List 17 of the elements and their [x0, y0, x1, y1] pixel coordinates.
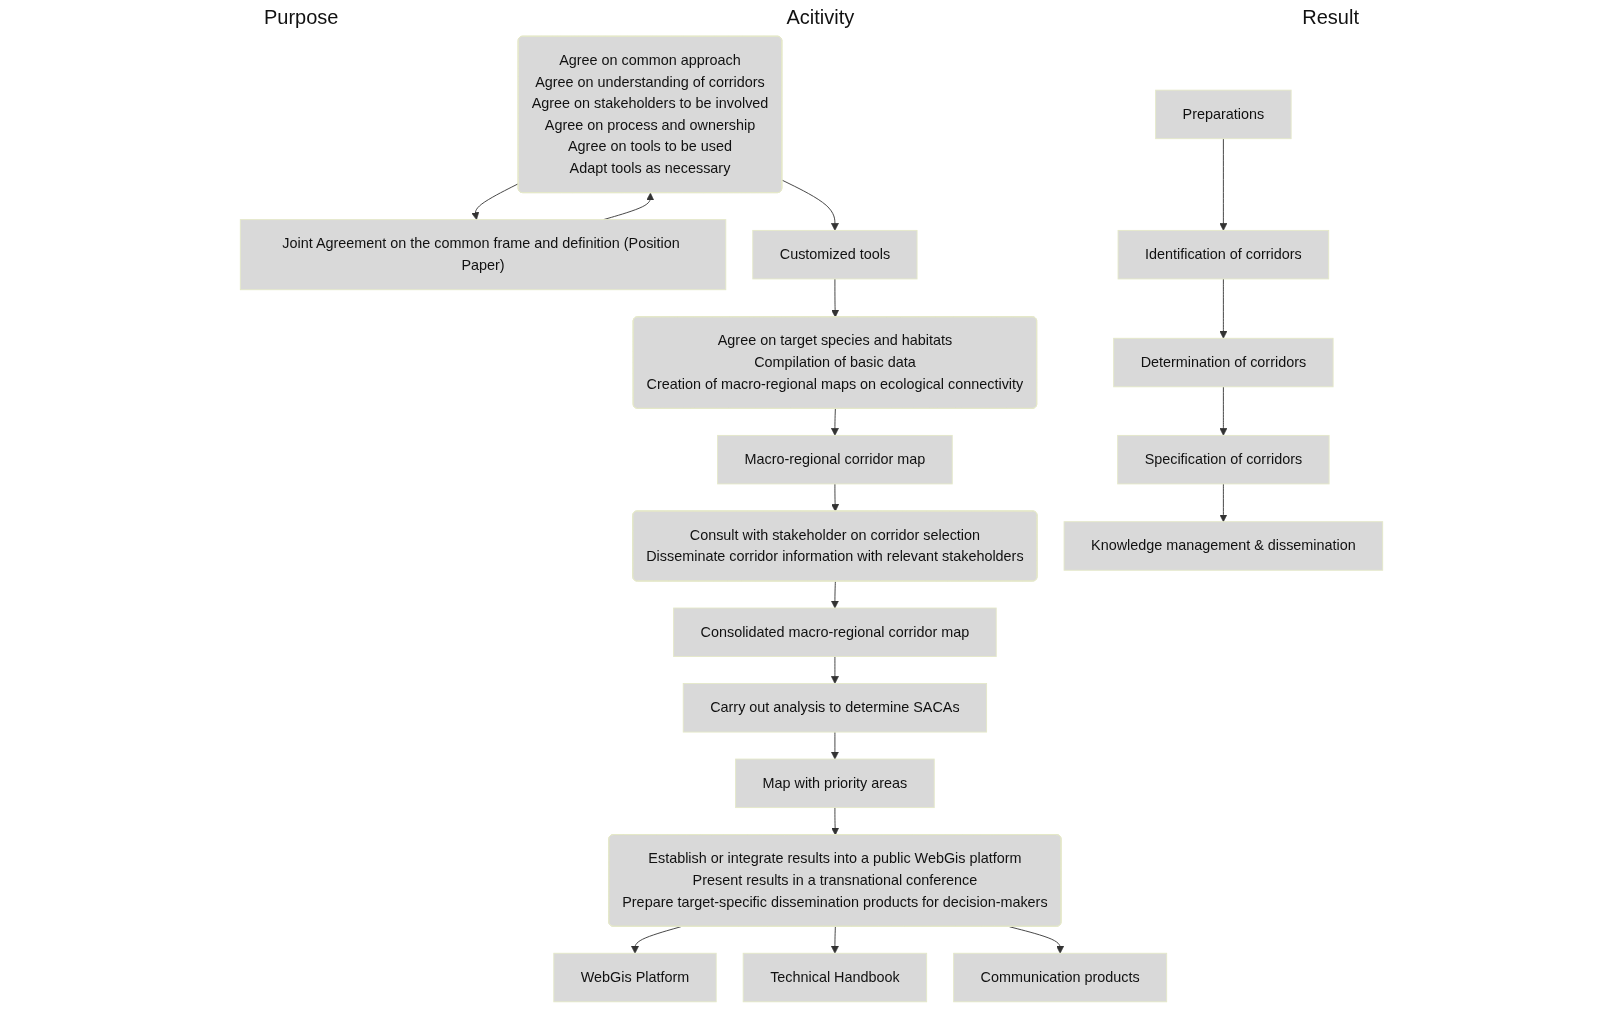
node-box: Technical Handbook — [742, 952, 928, 1003]
column-heading: Acitivity — [786, 6, 855, 29]
node-box: Customized tools — [752, 229, 918, 280]
node-box: Communication products — [953, 952, 1168, 1003]
node-box: Consolidated macro-regional corridor map — [673, 607, 997, 657]
node-box: Knowledge management & dissemination — [1063, 521, 1384, 571]
node-box: Determination of corridors — [1113, 337, 1334, 388]
node-box: Carry out analysis to determine SACAs — [682, 683, 988, 733]
node-box: Macro-regional corridor map — [717, 434, 953, 485]
node-box: Preparations — [1155, 89, 1292, 140]
node-box: Identification of corridors — [1117, 229, 1330, 280]
node-box: Specification of corridors — [1117, 434, 1330, 485]
column-heading: Purpose — [264, 6, 339, 29]
node-box: Map with priority areas — [735, 758, 935, 809]
node-box: WebGis Platform — [553, 952, 717, 1003]
node-box: Joint Agreement on the common frame and definition (Position Paper) — [239, 219, 727, 291]
column-heading: Result — [1302, 6, 1359, 29]
